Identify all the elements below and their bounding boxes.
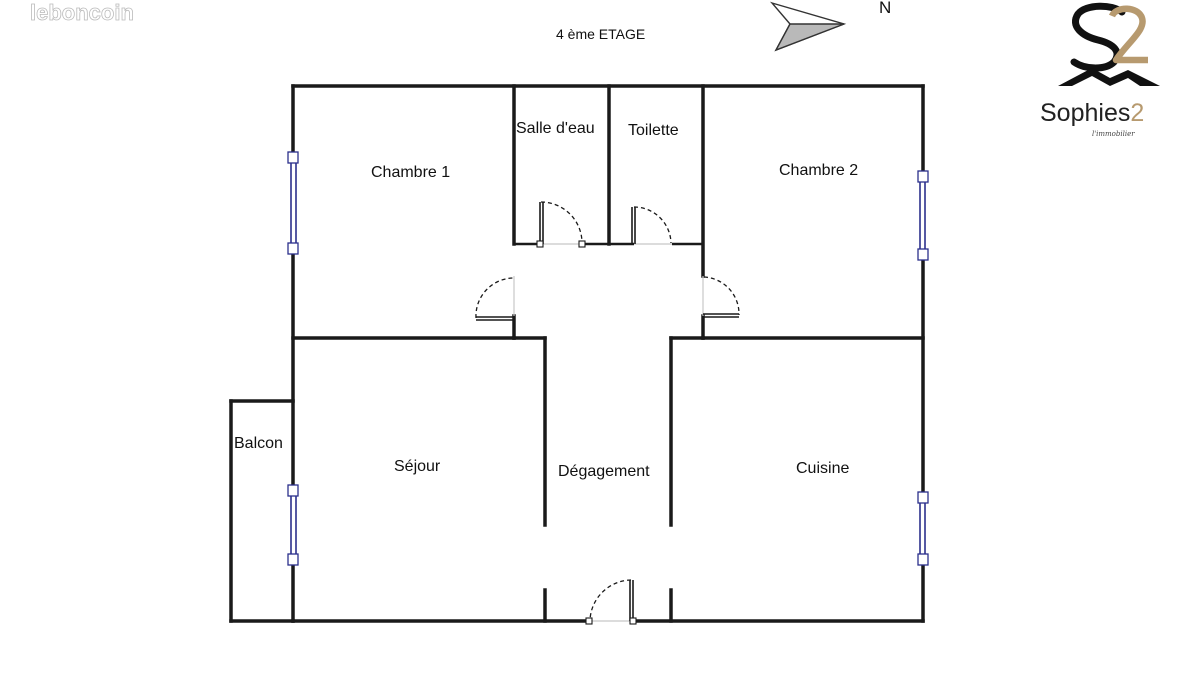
door-chambre1 [475,276,515,321]
door-entrance [585,579,637,625]
leboncoin-watermark: leboncoin [30,0,134,25]
room-labels: Chambre 1 Salle d'eau Toilette Chambre 2… [234,120,858,480]
brand-tagline: l'immobilier [1092,130,1135,138]
brand-name-main: Sophies [1040,99,1130,127]
floor-label: 4 ème ETAGE [556,26,645,42]
door-toilette [631,206,672,245]
room-label-toilette: Toilette [628,122,679,139]
room-label-chambre2: Chambre 2 [779,162,858,179]
room-label-balcon: Balcon [234,435,283,452]
window-chambre2 [917,170,929,261]
window-chambre1 [287,151,299,255]
doors [475,201,740,625]
brand-logo: Sophies2 l'immobilier [1040,2,1160,138]
brand-name-accent: 2 [1130,99,1144,127]
window-sejour [287,484,299,566]
door-chambre2 [702,276,740,318]
north-label: N [879,0,891,17]
door-salle-deau [536,201,586,248]
monogram-icon [1058,2,1160,86]
room-label-salle-deau: Salle d'eau [516,120,595,137]
room-label-degagement: Dégagement [558,463,650,480]
room-label-chambre1: Chambre 1 [371,164,450,181]
brand-name: Sophies2 [1040,99,1144,127]
window-cuisine [917,491,929,566]
room-label-cuisine: Cuisine [796,460,849,477]
windows [287,151,929,566]
room-label-sejour: Séjour [394,458,441,475]
walls [229,84,925,623]
north-arrow-icon [769,1,847,52]
